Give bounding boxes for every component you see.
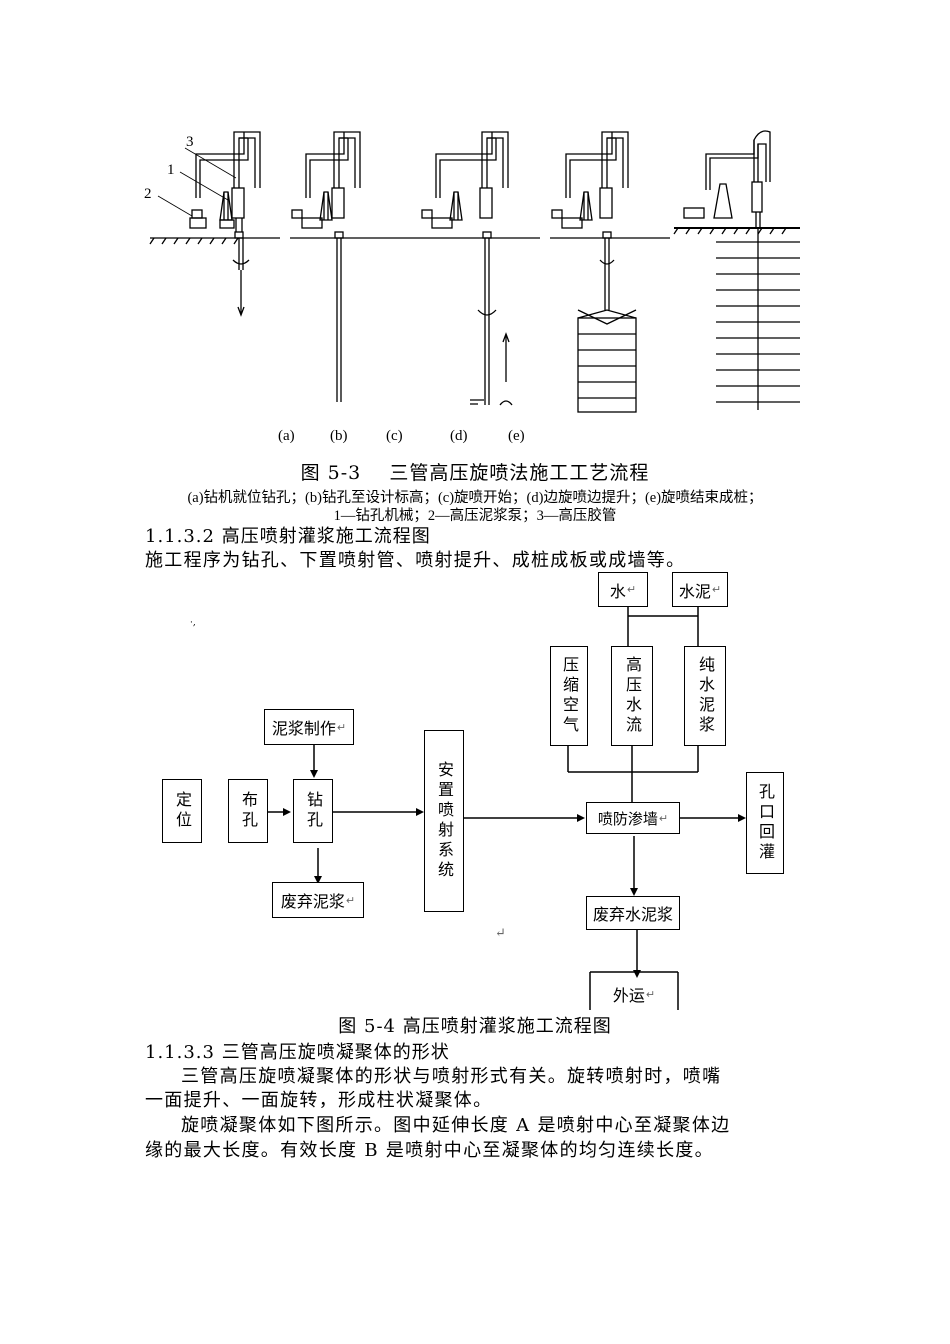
figure-5-3-caption: 图 5-3 三管高压旋喷法施工工艺流程 [300,462,650,484]
layout-holes-box: 布孔 [228,779,268,843]
panel-b-drill [290,131,420,402]
stray-mark: ·, [190,618,196,628]
callout-3: 3 [186,134,194,150]
high-pressure-water-box: 高压水流 [611,646,653,746]
callout-1: 1 [167,162,175,178]
waste-mud-box: 废弃泥浆↵ [272,882,364,918]
cement-box: 水泥↵ [672,572,728,607]
figure-5-3-legend-line1: (a)钻机就位钻孔；(b)钻孔至设计标高；(c)旋喷开始；(d)边旋喷边提升；(… [187,490,763,506]
section-1132-text: 施工程序为钻孔、下置喷射管、喷射提升、成桩成板或成墙等。 [145,550,686,571]
panel-a-drill [149,131,280,317]
callout-2: 2 [144,186,152,202]
grouting-flowchart: 水↵ 水泥↵ 压缩空气 高压水流 纯水泥浆 泥浆制作↵ 定位 布孔 钻孔 安置喷… [140,560,820,1015]
sublabel-c: (c) [386,428,403,444]
figure-5-4-caption: 图 5-4 高压喷射灌浆施工流程图 [338,1016,612,1037]
positioning-box: 定位 [162,779,202,843]
panel-final-pile [673,130,800,410]
section-1132-heading: 1.1.3.2 高压喷射灌浆施工流程图 [145,526,431,547]
compressed-air-box: 压缩空气 [550,646,588,746]
section-1133-heading: 1.1.3.3 三管高压旋喷凝聚体的形状 [145,1042,450,1063]
sublabel-d: (d) [450,428,468,444]
transport-out-box: 外运↵ [612,986,656,1005]
waste-cement-slurry-box: 废弃水泥浆 [586,896,680,930]
sublabel-b: (b) [330,428,348,444]
water-box: 水↵ [598,572,648,607]
panel-e-drill [550,131,670,413]
flowchart-connectors [228,607,746,1010]
figure-5-3-legend-line2: 1—钻孔机械；2—高压泥浆泵；3—高压胶管 [333,508,617,524]
section-1133-para1-line2: 一面提升、一面旋转，形成柱状凝聚体。 [145,1090,493,1111]
section-1133-para2-line2: 缘的最大长度。有效长度 B 是喷射中心至凝聚体的均匀连续长度。 [145,1140,714,1161]
jet-antiseepage-wall-box: 喷防渗墙↵ [586,802,680,834]
hole-backfill-box: 孔口回灌 [746,772,784,874]
drilling-box: 钻孔 [293,779,333,843]
return-mark: ↵ [495,926,506,941]
section-1133-para2-line1: 旋喷凝聚体如下图所示。图中延伸长度 A 是喷射中心至凝聚体边 [181,1115,731,1136]
construction-process-figure: 3 1 2 [144,130,800,413]
sublabel-e: (e) [508,428,525,444]
install-jet-system-box: 安置喷射系统 [424,730,464,912]
figure-sublabels: (a) (b) (c) (d) (e) [270,428,570,450]
mud-making-box: 泥浆制作↵ [264,709,354,745]
sublabel-a: (a) [278,428,295,444]
pure-cement-slurry-box: 纯水泥浆 [684,646,726,746]
section-1133-para1-line1: 三管高压旋喷凝聚体的形状与喷射形式有关。旋转喷射时，喷嘴 [181,1066,722,1087]
panel-cd-drill [420,131,540,406]
